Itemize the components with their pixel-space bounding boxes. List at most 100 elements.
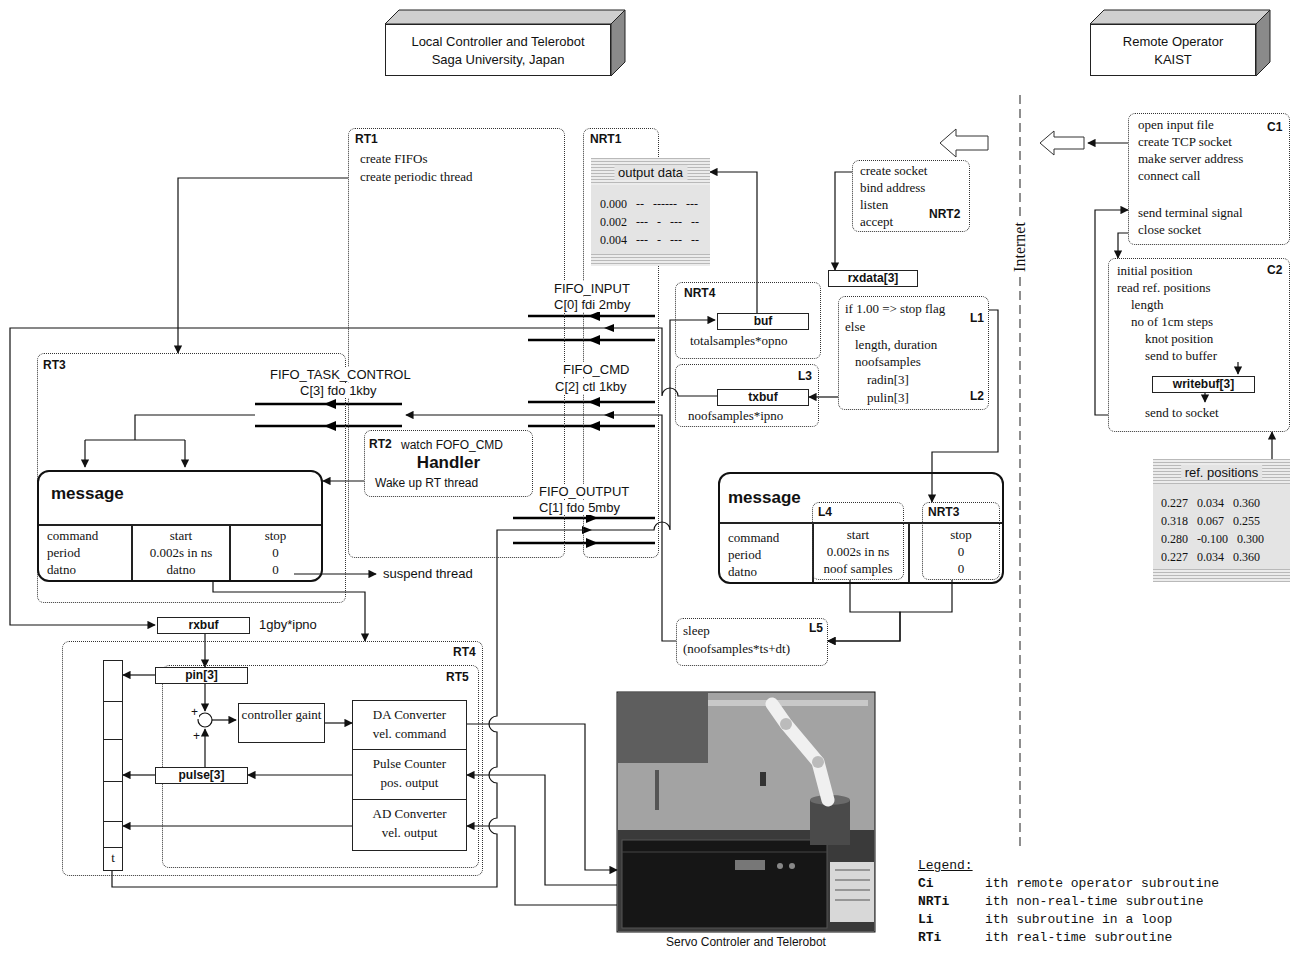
node-text: radin[3] — [867, 372, 909, 388]
table-rule — [104, 781, 122, 782]
wire — [85, 415, 255, 440]
node-text: knot position — [1145, 331, 1213, 347]
connector — [835, 172, 852, 270]
node-text: L3 — [798, 369, 812, 383]
wire — [1237, 362, 1238, 374]
node-text: pulin[3] — [867, 390, 909, 406]
node-text: C2 — [1267, 263, 1282, 277]
photo-rail — [708, 700, 868, 706]
wire — [10, 328, 717, 625]
flow-head — [588, 397, 600, 407]
node-text: message — [728, 488, 801, 508]
node-text: send to socket — [1145, 405, 1219, 421]
node-text: output data — [614, 165, 687, 180]
wire — [1088, 142, 1128, 143]
node-text: 0 — [272, 545, 279, 561]
node-text: make server address — [1138, 151, 1243, 167]
robot-photo-art — [617, 692, 875, 932]
process-box: DA Convertervel. command — [352, 700, 467, 750]
wire — [294, 573, 376, 574]
subroutine-region: if 1.00 => stop flagelselength, duration… — [838, 296, 989, 410]
process-box: controller gaint — [238, 703, 325, 743]
subroutine-region: open input filecreate TCP socketmake ser… — [1128, 113, 1290, 245]
node-text: connect call — [1138, 168, 1200, 184]
flow-head — [588, 311, 600, 321]
cabinet-line — [622, 852, 827, 853]
flow-head — [324, 399, 336, 409]
legend-text: ith non-real-time subroutine — [985, 894, 1203, 910]
node-text: NRT4 — [684, 286, 715, 300]
annotation-label: Legend: — [918, 858, 973, 874]
node-text: period — [728, 547, 761, 563]
legend-text: ith subroutine in a loop — [985, 912, 1172, 928]
node-text: (noofsamples*ts+dt) — [683, 641, 790, 657]
annotation-label: C[2] ctl 1kby — [553, 379, 629, 394]
wire — [204, 729, 205, 767]
node-text: RT3 — [43, 358, 66, 372]
node-text: create socket — [860, 163, 927, 179]
connector — [467, 724, 617, 870]
photo-object — [760, 772, 766, 786]
buffer-box: txbuf — [717, 389, 809, 406]
node-text: Servo Controler and Telerobot — [666, 935, 826, 950]
cabinet-knob — [777, 863, 783, 869]
node-text: 0.004 --- - --- -- — [600, 232, 699, 248]
node-text: rxdata[3] — [848, 271, 899, 285]
table-rule — [104, 821, 122, 822]
node-text: message — [51, 484, 124, 504]
connector — [467, 826, 617, 905]
message-box: messagecommandperioddatnostart0.002s in … — [37, 470, 323, 582]
node-text: start — [170, 528, 192, 544]
node-text: send to buffer — [1145, 348, 1217, 364]
servo-cabinet — [622, 840, 827, 928]
time-bar: t — [103, 660, 123, 871]
message-box: message commandperioddatno L4start0.002s i… — [718, 472, 1004, 584]
annotation-label: C[0] fdi 2mby — [552, 297, 633, 312]
node-text: L1 — [970, 311, 984, 325]
annotation-label: C[3] fdo 1kby — [298, 383, 379, 398]
node-text: L4 — [818, 505, 832, 519]
subroutine-region: NRT3stop00 — [922, 502, 1000, 580]
flow-head — [324, 421, 336, 431]
connector — [204, 634, 205, 667]
node-text: length — [1131, 297, 1164, 313]
node-text: Wake up RT thread — [375, 476, 478, 491]
annotation-label: + — [192, 729, 201, 743]
node-text: datno — [47, 562, 76, 578]
buffer-box: pin[3] — [155, 667, 248, 684]
node-text: 0.280 -0.100 0.300 — [1161, 531, 1264, 547]
node-text: 0.002s in ns — [827, 544, 889, 560]
flow-head — [588, 421, 600, 431]
table-stripes — [1153, 569, 1290, 582]
robot-joint — [812, 756, 824, 768]
table-rule — [39, 524, 321, 526]
node-text: create FIFOs — [360, 151, 428, 167]
node-text: RT4 — [453, 645, 476, 659]
hollow-arrow — [1040, 131, 1084, 155]
connector — [467, 775, 617, 885]
node-text: bind address — [860, 180, 925, 196]
node-text: rxbuf — [189, 618, 219, 632]
annotation-label: Li — [918, 912, 934, 928]
node-text: datno — [728, 564, 757, 580]
node-text: create periodic thread — [360, 169, 473, 185]
connector — [323, 480, 364, 481]
node-text: read ref. positions — [1117, 280, 1211, 296]
node-text: send terminal signal — [1138, 205, 1243, 221]
summing-junction — [198, 713, 212, 727]
wire — [84, 440, 85, 467]
subroutine-region: L4start0.002s in nsnoof samples — [812, 502, 904, 580]
annotation-label: C[1] fdo 5mby — [537, 500, 622, 515]
wire — [1204, 393, 1205, 402]
legend-text: ith remote operator subroutine — [985, 876, 1219, 892]
node-text: KAIST — [1154, 52, 1192, 68]
robot-joint — [780, 718, 792, 730]
node-text: command — [728, 530, 779, 546]
legend-text: ith real-time subroutine — [985, 930, 1172, 946]
node-text: close socket — [1138, 222, 1201, 238]
connector — [1118, 233, 1128, 258]
node-text: else — [845, 319, 865, 335]
node-text: command — [47, 528, 98, 544]
